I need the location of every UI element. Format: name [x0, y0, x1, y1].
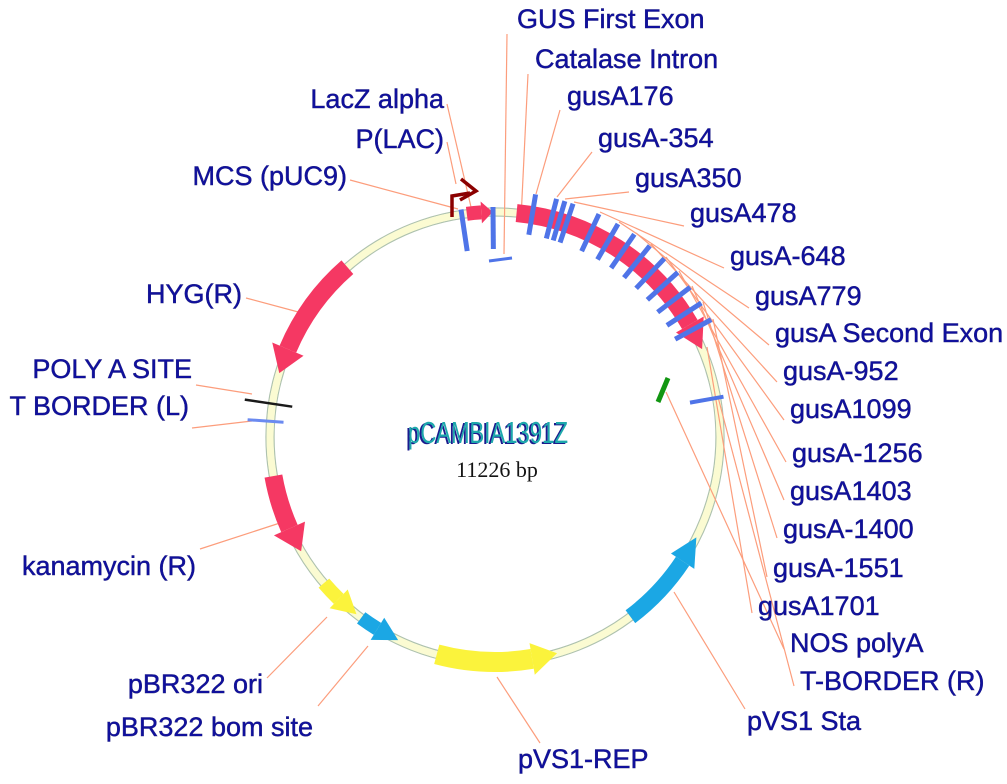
site-tick — [595, 222, 621, 261]
site-tick — [458, 209, 470, 252]
plasmid-size: 11226 bp — [456, 457, 538, 482]
leader-line-gusa-648 — [599, 211, 725, 269]
site-tick — [689, 394, 724, 405]
leader-line-pbr322-ori — [266, 616, 328, 679]
feature-label-gusa176: gusA176 — [567, 81, 674, 111]
site-tick — [247, 418, 284, 424]
feature-label-kanamycin-r: kanamycin (R) — [22, 551, 196, 581]
site-tick — [665, 300, 703, 328]
feature-label-t-border-l: T BORDER (L) — [9, 391, 189, 421]
leader-line-pvs1-sta — [673, 591, 746, 710]
leader-line-catalase-intron — [520, 73, 529, 220]
leader-line-lacz-alpha — [446, 103, 472, 208]
site-tick — [609, 232, 637, 270]
feature-arrow-head-pvs1-rep — [529, 643, 558, 675]
feature-label-pvs1-rep: pVS1-REP — [518, 744, 649, 774]
plasmid-name: pCAMBIA1391Z — [408, 415, 568, 450]
leader-line-pvs1-rep — [496, 676, 541, 744]
feature-arrow-head-pvs1-sta — [670, 537, 697, 569]
leader-line-gusa1701 — [706, 346, 753, 614]
feature-band-pvs1-sta — [625, 556, 690, 624]
feature-label-catalase-intron: Catalase Intron — [535, 44, 718, 74]
leader-line-t-border-r — [717, 396, 795, 687]
site-tick — [673, 317, 713, 342]
site-tick — [244, 398, 293, 408]
leader-line-gusa-1256 — [678, 270, 787, 463]
leader-line-gusa176 — [535, 109, 561, 195]
site-tick — [645, 270, 680, 302]
feature-label-p-lac: P(LAC) — [355, 124, 444, 154]
feature-band-hyg — [279, 260, 354, 353]
leader-line-kanamycin-r — [199, 521, 284, 550]
feature-arrow-head-hyg — [272, 342, 304, 374]
leader-line-gusa-1551 — [712, 318, 768, 578]
promoter-arrow-head — [459, 177, 480, 202]
promoter-arrow-stem — [450, 191, 471, 217]
leader-line-poly-a-site — [195, 384, 253, 395]
site-tick — [543, 198, 560, 240]
feature-label-pbr322-bom-site: pBR322 bom site — [106, 712, 313, 742]
feature-band-lacz-alpha — [465, 205, 482, 221]
site-tick — [557, 202, 576, 244]
feature-label-nos-polya: NOS polyA — [790, 628, 924, 658]
nos-polya-mark — [655, 377, 671, 403]
leader-line-pbr322-bom-site — [317, 645, 369, 707]
leader-line-gusa478 — [573, 201, 685, 227]
feature-label-t-border-r: T-BORDER (R) — [800, 666, 985, 696]
mcs-mark — [488, 256, 513, 263]
feature-label-gusa779: gusA779 — [755, 281, 862, 311]
feature-arrow-head-lacz-alpha — [480, 201, 493, 224]
site-tick — [634, 256, 667, 291]
feature-label-poly-a-site: POLY A SITE — [32, 354, 192, 384]
feature-label-gusa-648: gusA-648 — [730, 241, 846, 271]
feature-label-gusa-1256: gusA-1256 — [792, 438, 923, 468]
leader-line-gusa-354 — [556, 151, 593, 198]
feature-label-gusa-1400: gusA-1400 — [783, 514, 914, 544]
site-tick — [656, 285, 692, 315]
feature-arrow-head-pbr322-ori — [329, 589, 357, 615]
leader-line-gusa-952 — [650, 243, 778, 383]
feature-label-pvs1-sta: pVS1 Sta — [747, 706, 862, 736]
feature-label-mcs-puc9: MCS (pUC9) — [192, 161, 347, 191]
feature-label-pbr322-ori: pBR322 ori — [128, 669, 263, 699]
leader-line-gusa350 — [564, 191, 630, 200]
feature-label-gusa1701: gusA1701 — [758, 591, 880, 621]
plasmid-name-shadow: pCAMBIA1391Z — [406, 416, 566, 451]
feature-label-gusa-1551: gusA-1551 — [773, 553, 904, 583]
site-tick — [579, 212, 602, 253]
feature-label-hyg-r: HYG(R) — [146, 279, 242, 309]
leader-line-gusa1403 — [691, 285, 785, 501]
feature-band-pbr322-ori — [318, 578, 344, 604]
leader-line-p-lac — [446, 141, 457, 185]
leader-line-nos-polya — [665, 391, 785, 650]
site-tick — [550, 200, 568, 242]
feature-label-gusa-second-exon: gusA Second Exon — [775, 318, 1003, 348]
leader-line-mcs-puc9 — [349, 179, 459, 210]
feature-label-gusa478: gusA478 — [690, 198, 797, 228]
leader-line-hyg-r — [245, 297, 303, 314]
feature-label-gus-first-exon: GUS First Exon — [517, 4, 705, 34]
leader-line-t-border-l — [191, 420, 253, 429]
leader-line-gus-first-exon — [503, 33, 508, 255]
feature-label-gusa350: gusA350 — [635, 163, 742, 193]
feature-band-pbr322-bom — [357, 612, 382, 635]
feature-band-pvs1-rep — [434, 644, 534, 672]
feature-label-gusa1099: gusA1099 — [790, 394, 912, 424]
site-tick — [526, 193, 539, 236]
leader-line-gusa1099 — [665, 256, 785, 421]
site-tick — [622, 244, 652, 280]
feature-label-gusa-354: gusA-354 — [598, 123, 714, 153]
feature-band-kanamycin — [264, 474, 298, 533]
feature-arrow-head-kanamycin — [273, 521, 305, 552]
feature-label-gusa-952: gusA-952 — [783, 356, 899, 386]
feature-label-lacz-alpha: LacZ alpha — [310, 84, 445, 114]
leader-line-gusa-1400 — [702, 301, 778, 539]
feature-arrow-head-pbr322-bom — [370, 617, 399, 641]
feature-label-gusa1403: gusA1403 — [790, 476, 912, 506]
